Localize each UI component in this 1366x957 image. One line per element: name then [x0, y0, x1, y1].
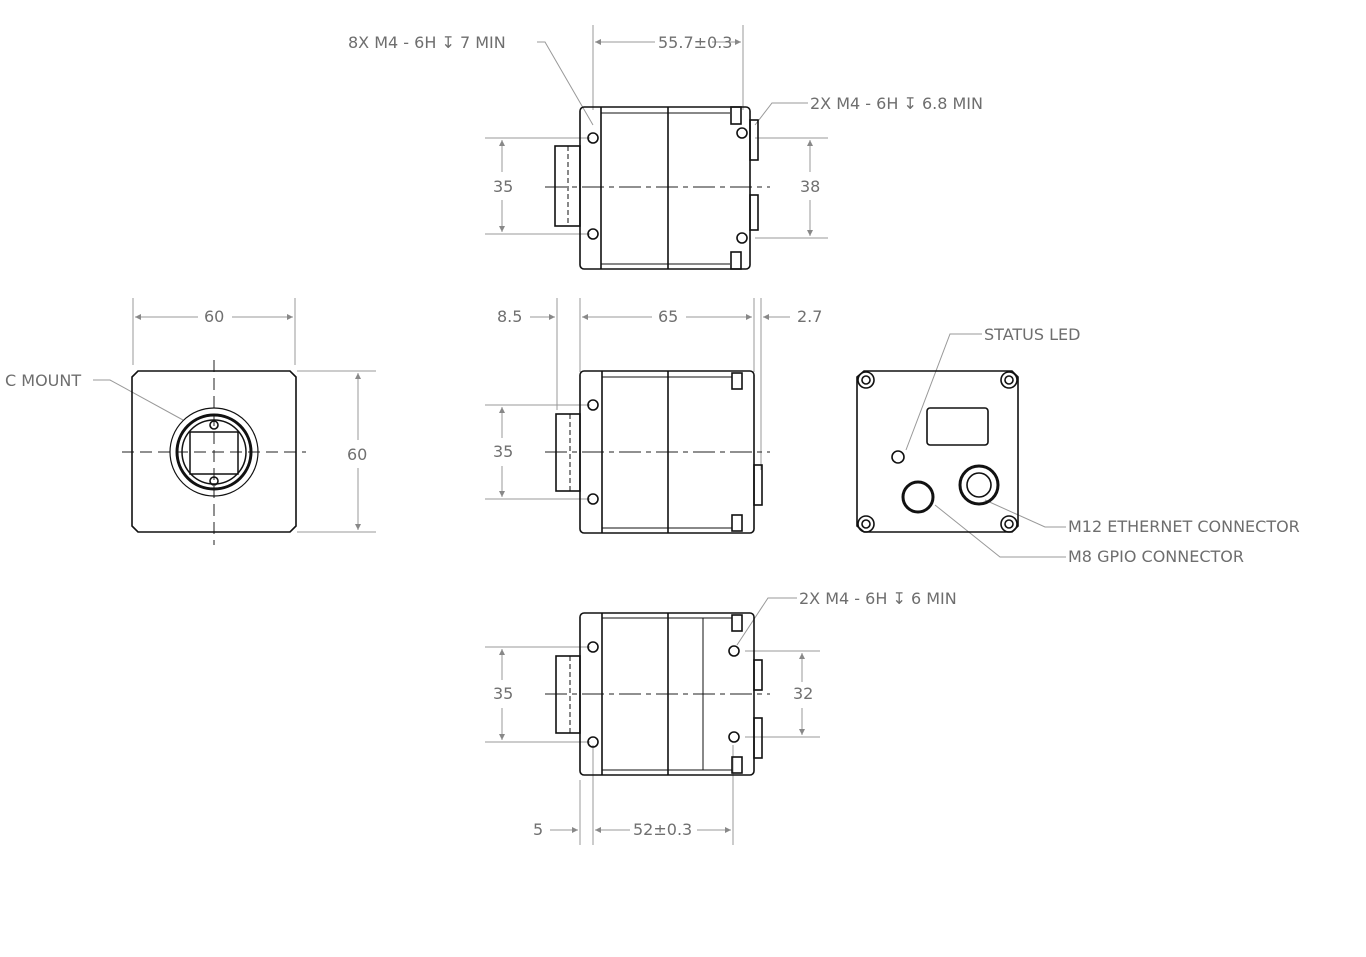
dim-side-body: 65	[658, 307, 679, 326]
front-view	[93, 298, 376, 545]
dim-side-lens: 8.5	[497, 307, 523, 326]
side-view-body	[555, 370, 763, 534]
front-view-body	[131, 370, 297, 533]
side-view	[485, 298, 790, 500]
callout-status-led: STATUS LED	[984, 325, 1081, 344]
dim-bottom-left-height: 35	[493, 684, 514, 703]
callout-2x-m4-top: 2X M4 - 6H ↧ 6.8 MIN	[810, 94, 983, 113]
dim-side-height: 35	[493, 442, 514, 461]
rear-view-body	[856, 370, 1019, 533]
callout-2x-m4-bottom: 2X M4 - 6H ↧ 6 MIN	[799, 589, 957, 608]
dim-front-height: 60	[347, 445, 368, 464]
dim-top-length: 55.7±0.3	[658, 33, 733, 52]
dim-top-right-height: 38	[800, 177, 821, 196]
top-view	[485, 25, 828, 239]
bottom-view	[485, 597, 820, 845]
callout-m12-ethernet: M12 ETHERNET CONNECTOR	[1068, 517, 1300, 536]
callout-m8-gpio: M8 GPIO CONNECTOR	[1068, 547, 1244, 566]
top-view-body	[554, 106, 759, 270]
dim-bottom-offset: 5	[533, 820, 544, 839]
dim-side-connector: 2.7	[797, 307, 823, 326]
callout-c-mount: C MOUNT	[5, 371, 82, 390]
dim-front-width: 60	[204, 307, 225, 326]
callout-8x-m4: 8X M4 - 6H ↧ 7 MIN	[348, 33, 506, 52]
dim-bottom-length: 52±0.3	[633, 820, 693, 839]
bottom-view-body	[555, 612, 763, 776]
dim-bottom-right-height: 32	[793, 684, 814, 703]
rear-view	[905, 333, 1066, 558]
dim-top-left-height: 35	[493, 177, 514, 196]
